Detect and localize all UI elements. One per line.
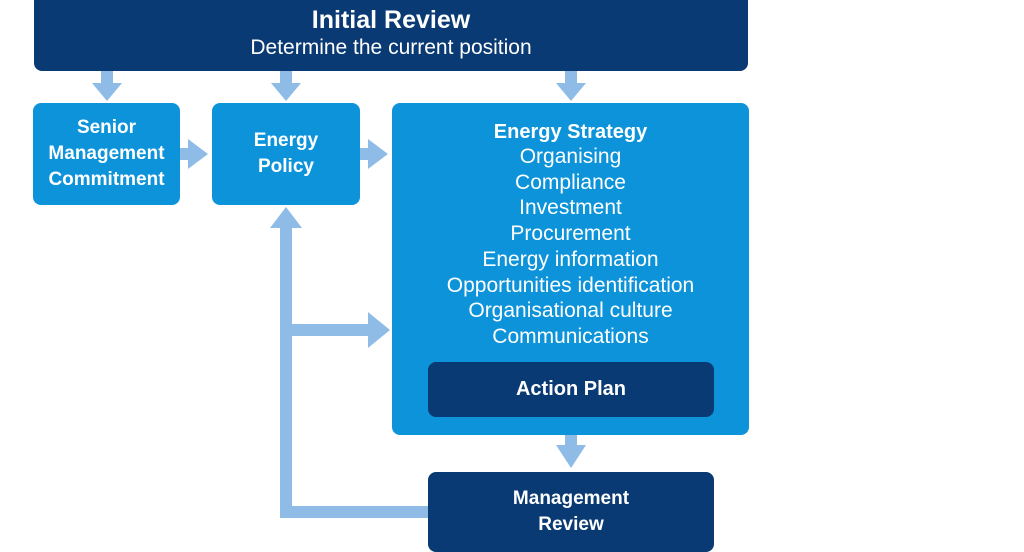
- initial-review-subtitle: Determine the current position: [250, 36, 532, 59]
- strategy-item: Organisational culture: [468, 299, 673, 323]
- senior-management-box: Senior Management Commitment: [33, 103, 180, 205]
- energy-strategy-heading: Energy Strategy: [493, 121, 648, 143]
- feedback-loop: [270, 207, 428, 518]
- strategy-item: Opportunities identification: [446, 273, 695, 297]
- strategy-item: Procurement: [510, 222, 631, 246]
- initial-review-title: Initial Review: [311, 6, 471, 34]
- energy-strategy-list: Organising Compliance Investment Procure…: [392, 144, 749, 350]
- senior-management-line: Management: [48, 143, 165, 164]
- arrow-initial-to-strategy: [556, 71, 586, 101]
- energy-policy-line: Energy: [253, 130, 319, 151]
- strategy-item: Communications: [492, 324, 649, 348]
- senior-management-line: Commitment: [48, 169, 165, 190]
- senior-management-line: Senior: [76, 117, 137, 138]
- management-review-line: Review: [538, 514, 604, 535]
- energy-policy-line: Policy: [258, 156, 314, 177]
- strategy-item: Investment: [519, 196, 622, 220]
- strategy-item: Energy information: [482, 247, 659, 271]
- management-review-line: Management: [512, 488, 630, 509]
- strategy-item: Compliance: [515, 170, 626, 194]
- strategy-item: Organising: [519, 145, 622, 168]
- initial-review-box: Initial Review Determine the current pos…: [34, 0, 748, 71]
- action-plan-box: Action Plan: [428, 362, 714, 417]
- arrow-policy-to-strategy: [360, 139, 388, 169]
- arrow-strategy-to-review: [556, 435, 586, 468]
- energy-policy-box: Energy Policy: [212, 103, 360, 205]
- arrow-senior-to-policy: [180, 139, 208, 169]
- arrow-initial-to-senior: [92, 71, 122, 101]
- management-review-box: Management Review: [428, 472, 714, 552]
- arrow-initial-to-policy: [271, 71, 301, 101]
- action-plan-label: Action Plan: [515, 378, 626, 400]
